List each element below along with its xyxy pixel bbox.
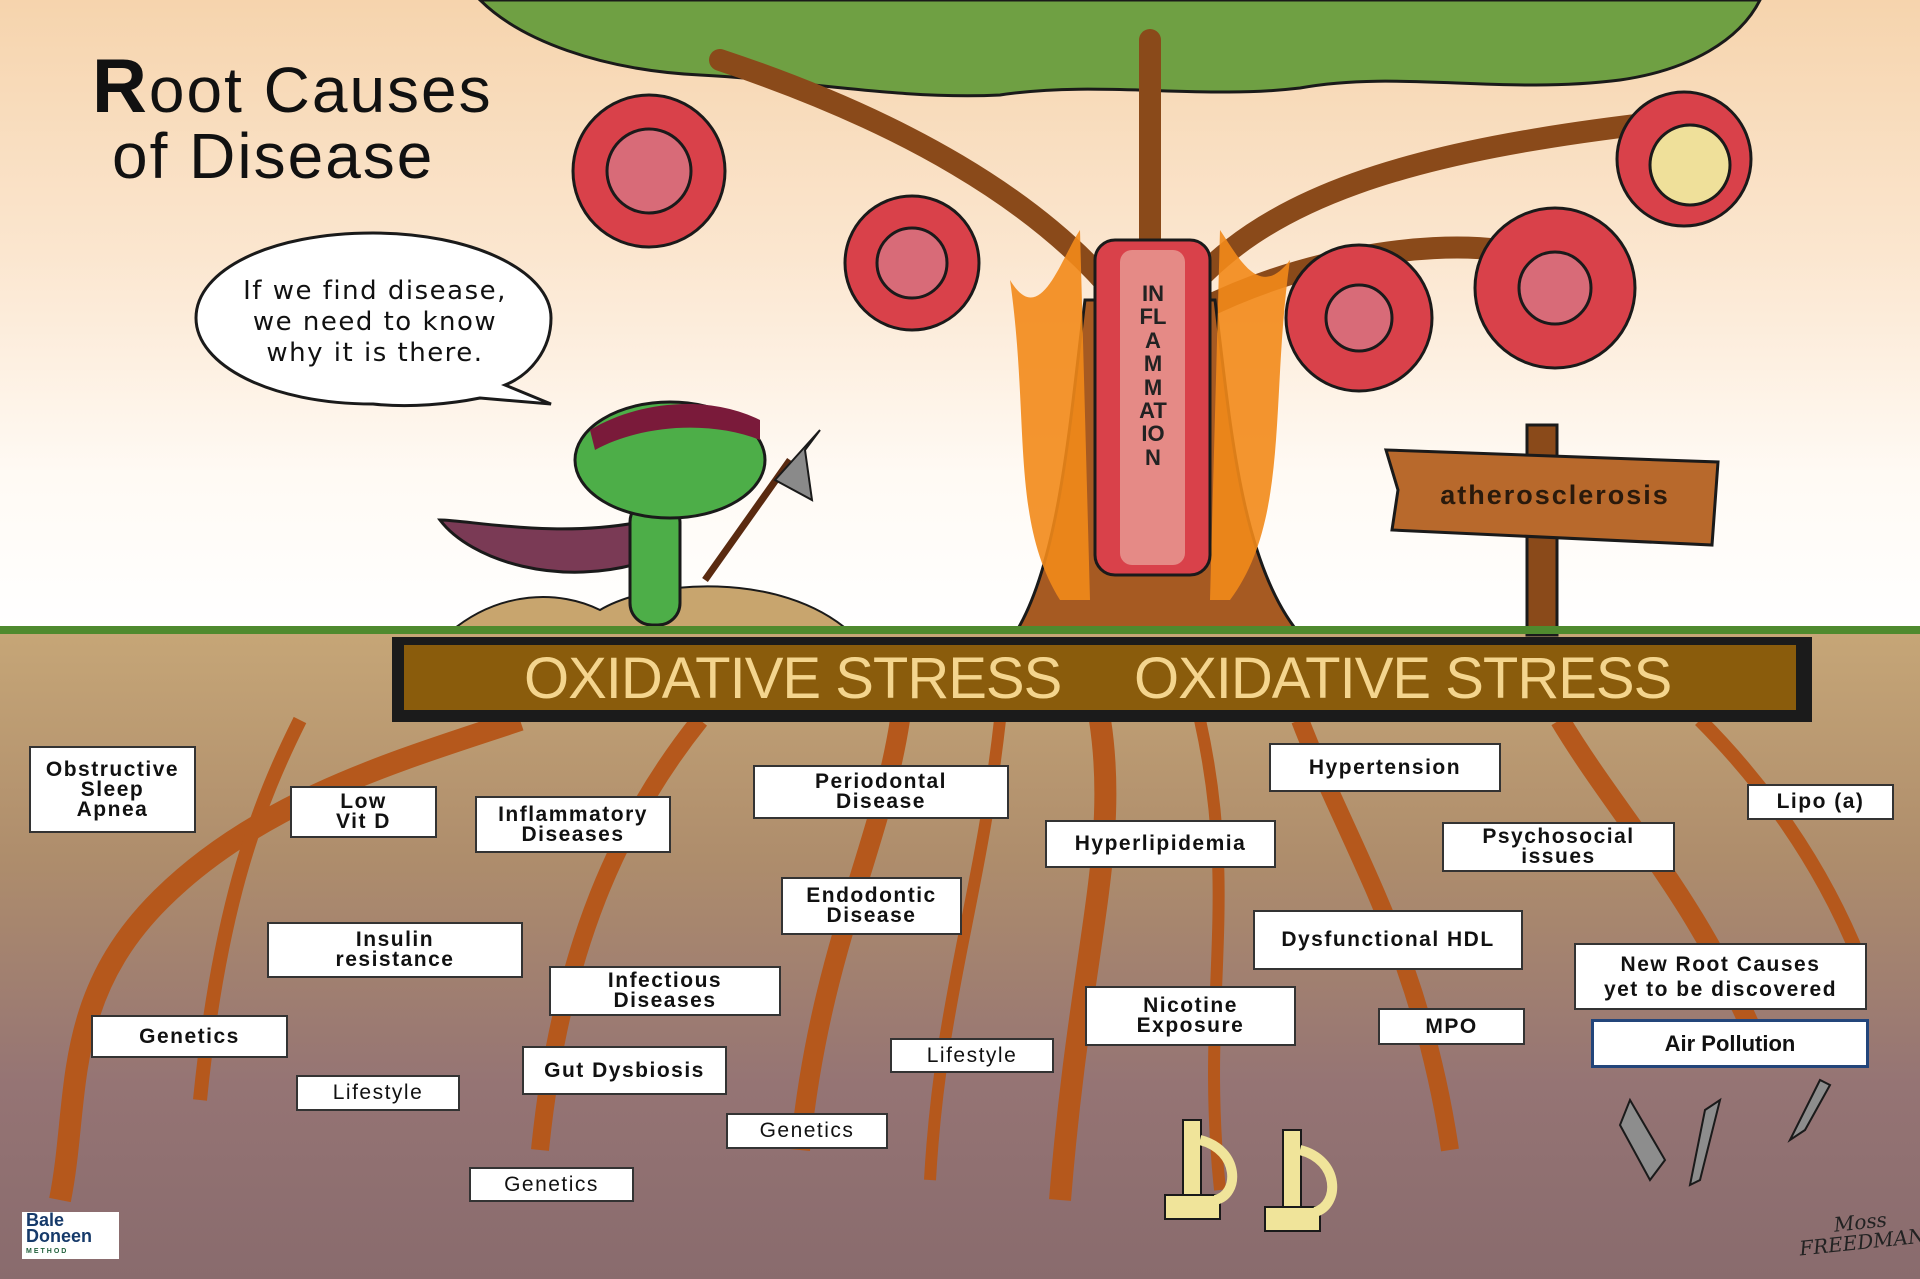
band-text-left: OXIDATIVE STRESS	[524, 646, 1062, 711]
flames-left	[1010, 230, 1090, 600]
root-label-lipo-a: Lipo (a)	[1747, 784, 1894, 820]
page-title: Root Causes of Disease	[92, 49, 493, 192]
blood-cells	[571, 90, 1753, 393]
root-label-genetics: Genetics	[91, 1015, 288, 1058]
flames-right	[1210, 230, 1290, 600]
inflammation-label: INFLAMMATION	[1139, 281, 1167, 470]
logo-line-2: Doneen	[26, 1226, 93, 1246]
root-label-dysfunctional-hdl: Dysfunctional HDL	[1253, 910, 1523, 970]
root-label-lifestyle: Lifestyle	[890, 1038, 1054, 1073]
speech-bubble	[194, 231, 553, 408]
root-label-hypertension: Hypertension	[1269, 743, 1501, 792]
sign-board	[1383, 448, 1720, 547]
root-label-lifestyle: Lifestyle	[296, 1075, 460, 1111]
root-label-new-root-causes: New Root Causes yet to be discovered	[1574, 943, 1867, 1010]
shovel-icons	[1618, 1078, 1832, 1187]
root-label-periodontal-disease: Periodontal Disease	[753, 765, 1009, 819]
root-label-low-vit-d: Low Vit D	[290, 786, 437, 838]
title-line-2: of Disease	[112, 120, 435, 192]
root-label-air-pollution: Air Pollution	[1591, 1019, 1869, 1068]
bale-doneen-logo: Bale Doneen METHOD	[22, 1210, 119, 1259]
root-label-mpo: MPO	[1378, 1008, 1525, 1045]
root-label-genetics: Genetics	[469, 1167, 634, 1202]
root-label-genetics: Genetics	[726, 1113, 888, 1149]
root-label-nicotine-exposure: Nicotine Exposure	[1085, 986, 1296, 1046]
frog-character	[436, 400, 821, 627]
root-label-psychosocial-issues: Psychosocial issues	[1442, 822, 1675, 872]
root-label-infectious-diseases: Infectious Diseases	[549, 966, 781, 1016]
root-label-endodontic-disease: Endodontic Disease	[781, 877, 962, 935]
title-initial: R	[92, 44, 149, 129]
grass-line	[0, 626, 1920, 634]
root-label-obstructive-sleep-apnea: Obstructive Sleep Apnea	[29, 746, 196, 833]
title-line-1: oot Causes	[148, 54, 493, 126]
logo-line-3: METHOD	[26, 1248, 69, 1255]
oxidative-stress-band: OXIDATIVE STRESS OXIDATIVE STRESS	[392, 637, 1812, 722]
root-label-inflammatory-diseases: Inflammatory Diseases	[475, 796, 671, 853]
logo-line-1: Bale	[26, 1210, 65, 1230]
tree-canopy	[477, 0, 1762, 98]
band-text-right: OXIDATIVE STRESS	[1134, 646, 1672, 711]
root-label-insulin-resistance: Insulin resistance	[267, 922, 523, 978]
speech-bubble-text: If we find disease, we need to know why …	[243, 276, 507, 368]
root-label-hyperlipidemia: Hyperlipidemia	[1045, 820, 1276, 868]
root-label-gut-dysbiosis: Gut Dysbiosis	[522, 1046, 727, 1095]
microscope-icons	[1164, 1119, 1338, 1232]
atherosclerosis-sign-label: atherosclerosis	[1440, 480, 1670, 510]
